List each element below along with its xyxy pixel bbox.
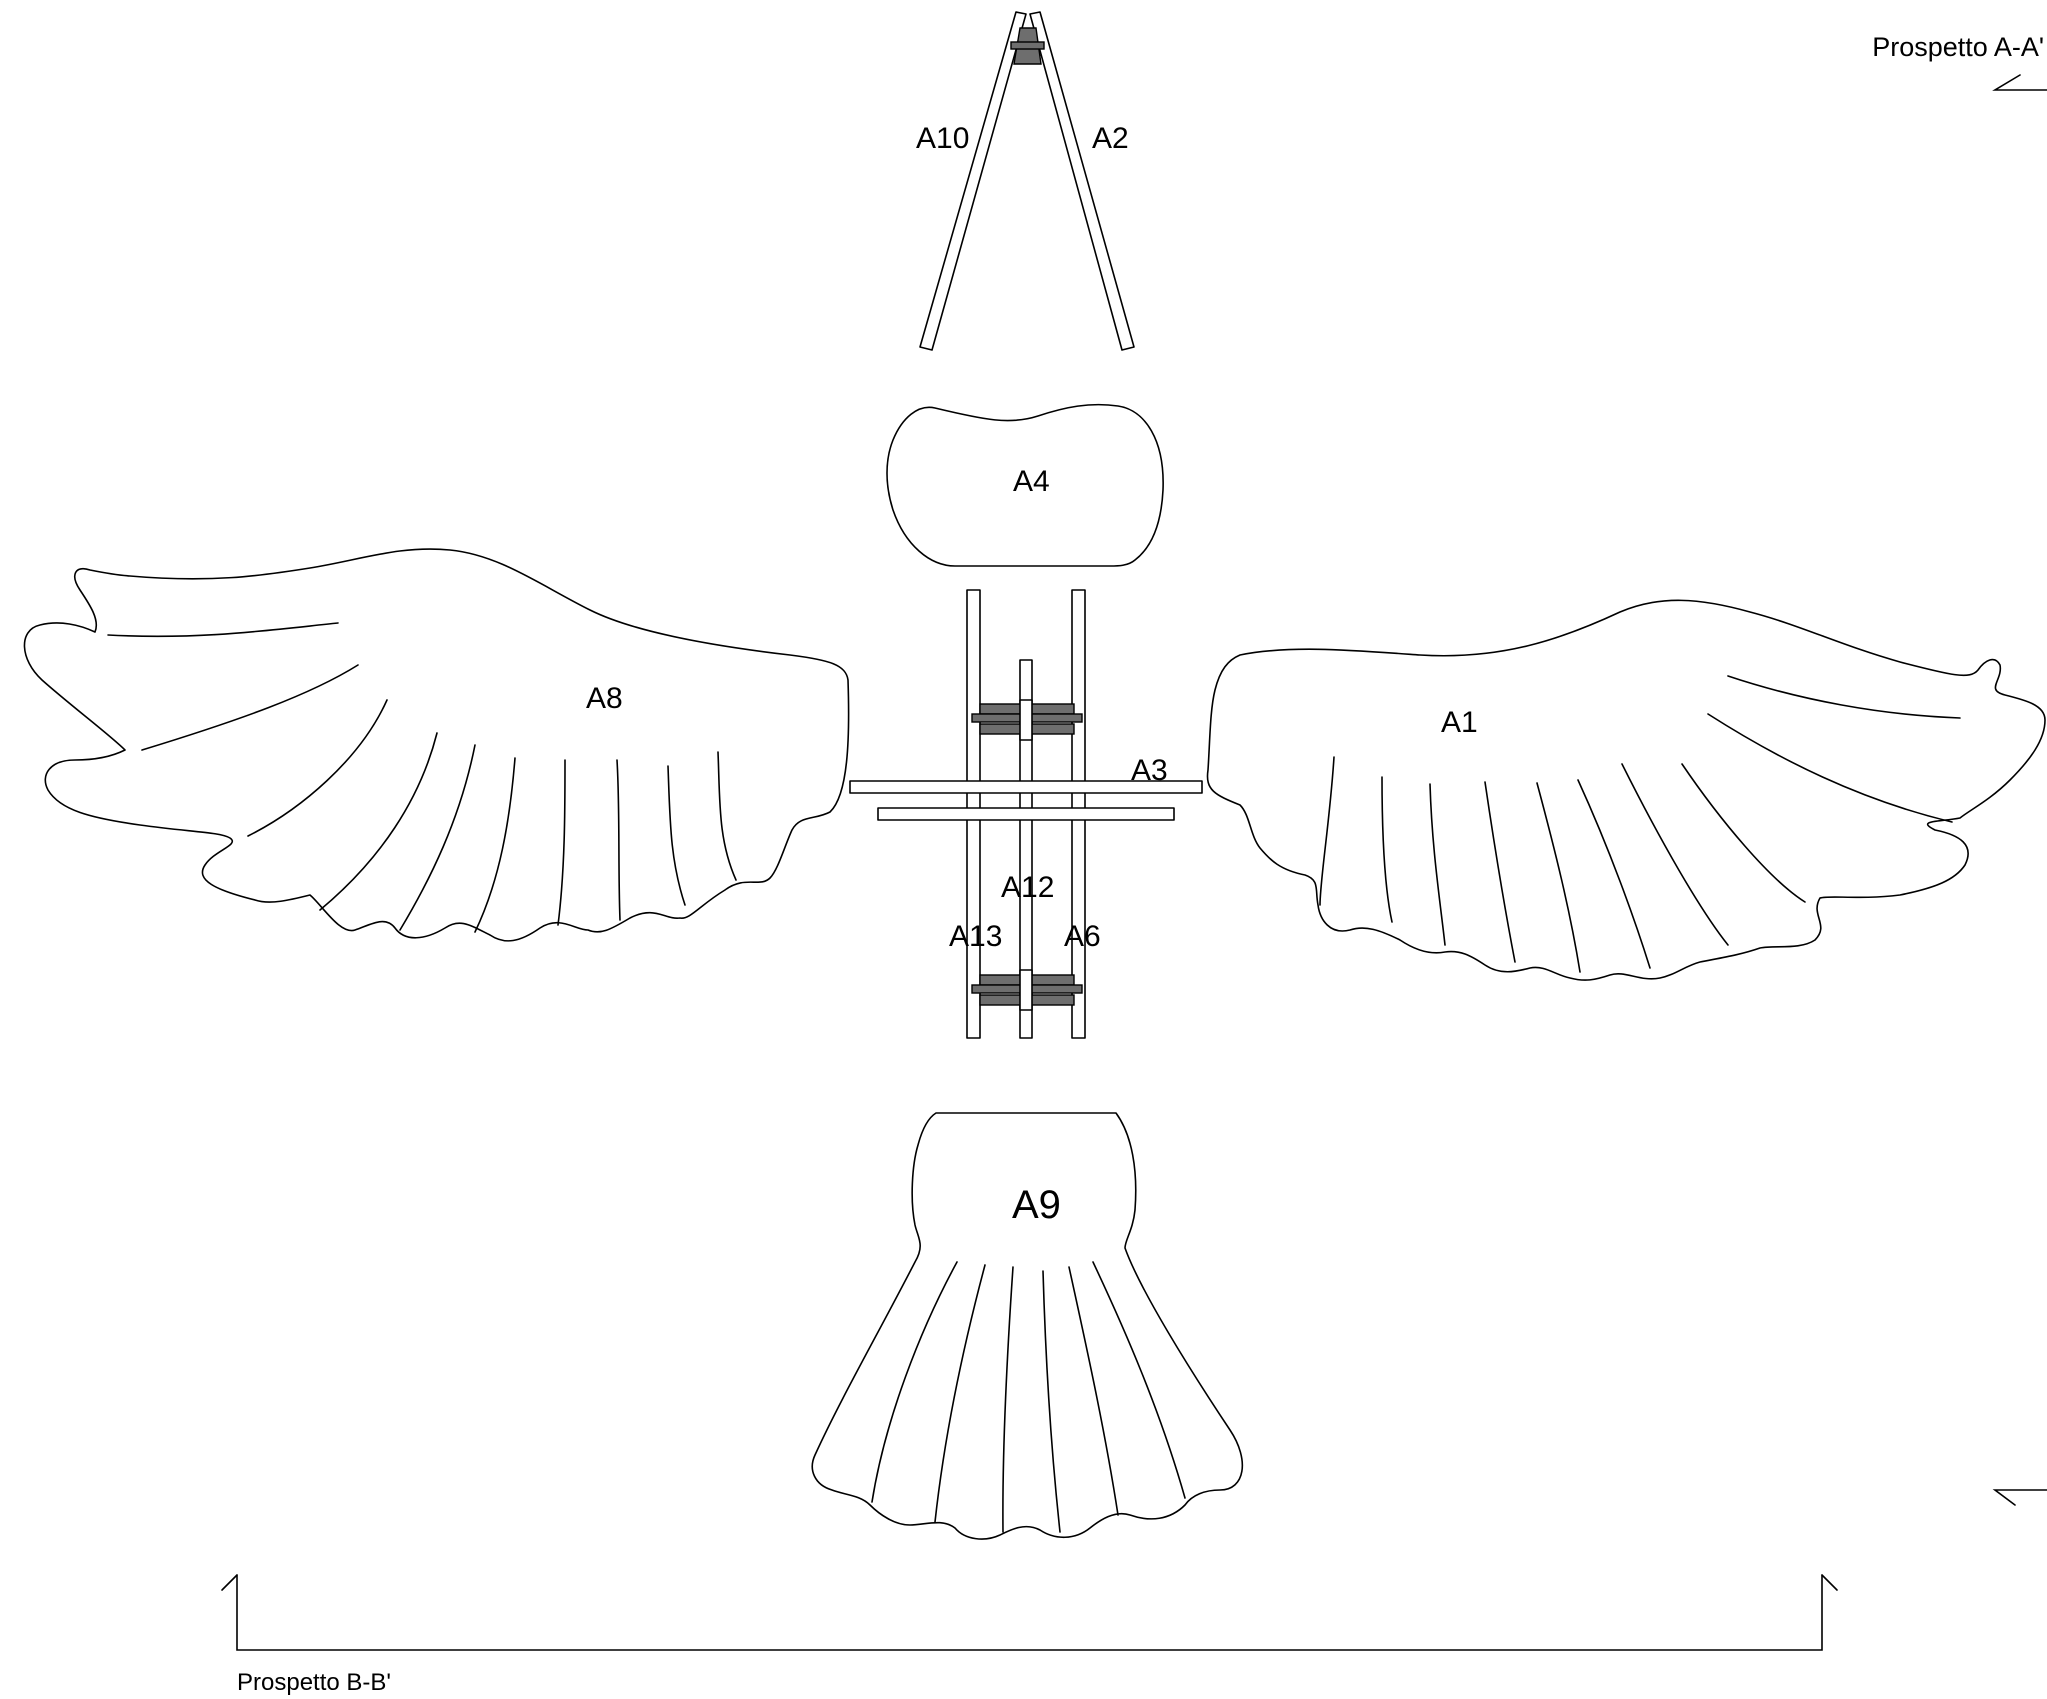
lower-clamps — [971, 969, 1083, 1011]
label-a10: A10 — [916, 122, 969, 155]
leg-a10 — [919, 11, 1027, 351]
label-a13: A13 — [949, 920, 1002, 953]
label-a4: A4 — [1013, 465, 1050, 498]
label-a2: A2 — [1092, 122, 1129, 155]
wing-a8 — [23, 548, 850, 942]
top-clamp — [1010, 27, 1045, 65]
section-mark-a-a — [1992, 74, 2047, 1506]
frame-bar-a12 — [1019, 659, 1033, 1039]
leg-a2 — [1029, 11, 1135, 351]
part-a4 — [886, 403, 1164, 567]
label-a3: A3 — [1131, 754, 1168, 787]
upper-clamps — [971, 699, 1083, 741]
label-a6: A6 — [1064, 920, 1101, 953]
section-label-a-a: Prospetto A-A' — [1872, 32, 2044, 62]
tail-a9 — [811, 1112, 1244, 1540]
label-a1: A1 — [1441, 706, 1478, 739]
section-mark-b-b — [221, 1574, 1838, 1651]
crossbar-a3 — [849, 780, 1203, 821]
wing-a1 — [1206, 599, 2046, 981]
section-label-b-b: Prospetto B-B' — [237, 1669, 391, 1696]
label-a9: A9 — [1012, 1183, 1061, 1227]
label-a8: A8 — [586, 682, 623, 715]
label-a12: A12 — [1001, 871, 1054, 904]
